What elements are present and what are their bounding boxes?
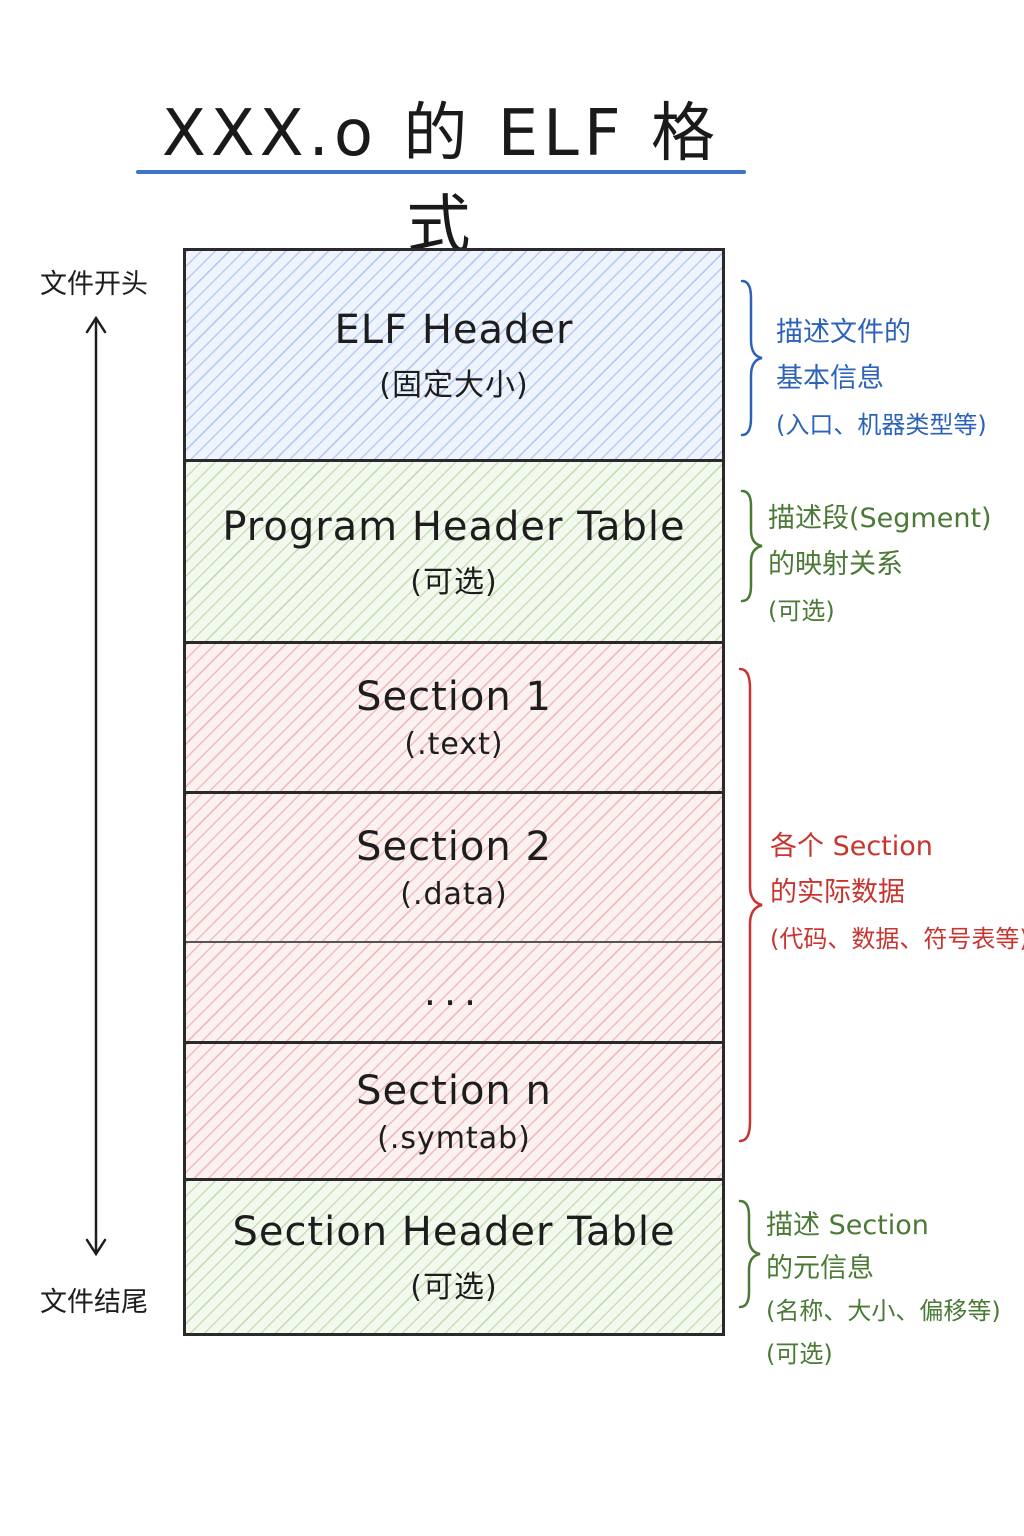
section-ellipsis: ... [423, 970, 485, 1014]
sections-note-line-1: 各个 Section [770, 831, 933, 862]
elf-header-note-line-3: (入口、机器类型等) [776, 411, 987, 439]
section-ellipsis-block: ... [186, 941, 722, 1041]
section-header-note-line-4: (可选) [766, 1340, 833, 1368]
section-n-title: Section n [356, 1067, 552, 1114]
sections-note-line-2: 的实际数据 [770, 877, 905, 908]
section-1-title: Section 1 [356, 674, 552, 720]
section-2-block: Section 2 (.data) [186, 791, 722, 941]
section-2-subtitle: (.data) [400, 877, 508, 912]
title-underline [136, 170, 746, 174]
sections-note-line-3: (代码、数据、符号表等) [770, 925, 1024, 953]
section-header-brace [738, 1199, 761, 1309]
elf-layout-stack: ELF Header (固定大小) Program Header Table (… [183, 248, 725, 1336]
program-header-table-block: Program Header Table (可选) [186, 459, 722, 641]
elf-header-block: ELF Header (固定大小) [186, 251, 722, 459]
elf-header-note-line-2: 基本信息 [776, 363, 884, 394]
elf-header-note: 描述文件的 基本信息 (入口、机器类型等) [776, 310, 987, 448]
program-header-table-title: Program Header Table [222, 503, 686, 550]
diagram-title: XXX.o 的 ELF 格式 [162, 97, 720, 263]
program-header-note-line-2: 的映射关系 [768, 549, 903, 580]
section-1-block: Section 1 (.text) [186, 641, 722, 791]
section-header-note-line-2: 的元信息 [766, 1253, 874, 1284]
sections-note: 各个 Section 的实际数据 (代码、数据、符号表等) [770, 824, 1024, 962]
file-end-label: 文件结尾 [40, 1287, 148, 1318]
sections-brace [738, 667, 763, 1143]
section-header-note-line-1: 描述 Section [766, 1210, 929, 1241]
program-header-note: 描述段(Segment) 的映射关系 (可选) [768, 496, 992, 634]
section-n-subtitle: (.symtab) [377, 1120, 531, 1156]
section-2-title: Section 2 [356, 824, 552, 870]
program-header-table-subtitle: (可选) [410, 564, 498, 600]
program-header-note-line-3: (可选) [768, 597, 835, 625]
section-header-table-block: Section Header Table (可选) [186, 1178, 722, 1333]
section-1-subtitle: (.text) [404, 727, 504, 762]
elf-header-note-line-1: 描述文件的 [776, 317, 911, 348]
program-header-brace [740, 489, 763, 603]
section-header-table-subtitle: (可选) [410, 1270, 498, 1305]
elf-header-subtitle: (固定大小) [379, 368, 529, 403]
section-header-note-line-3: (名称、大小、偏移等) [766, 1297, 1001, 1325]
section-n-block: Section n (.symtab) [186, 1041, 722, 1178]
section-header-note: 描述 Section 的元信息 (名称、大小、偏移等) (可选) [766, 1204, 1001, 1376]
elf-header-brace [740, 279, 763, 437]
file-direction-arrow [85, 315, 107, 1257]
file-start-label: 文件开头 [40, 269, 148, 300]
elf-header-title: ELF Header [334, 307, 574, 353]
program-header-note-line-1: 描述段(Segment) [768, 503, 992, 534]
section-header-table-title: Section Header Table [232, 1209, 676, 1255]
